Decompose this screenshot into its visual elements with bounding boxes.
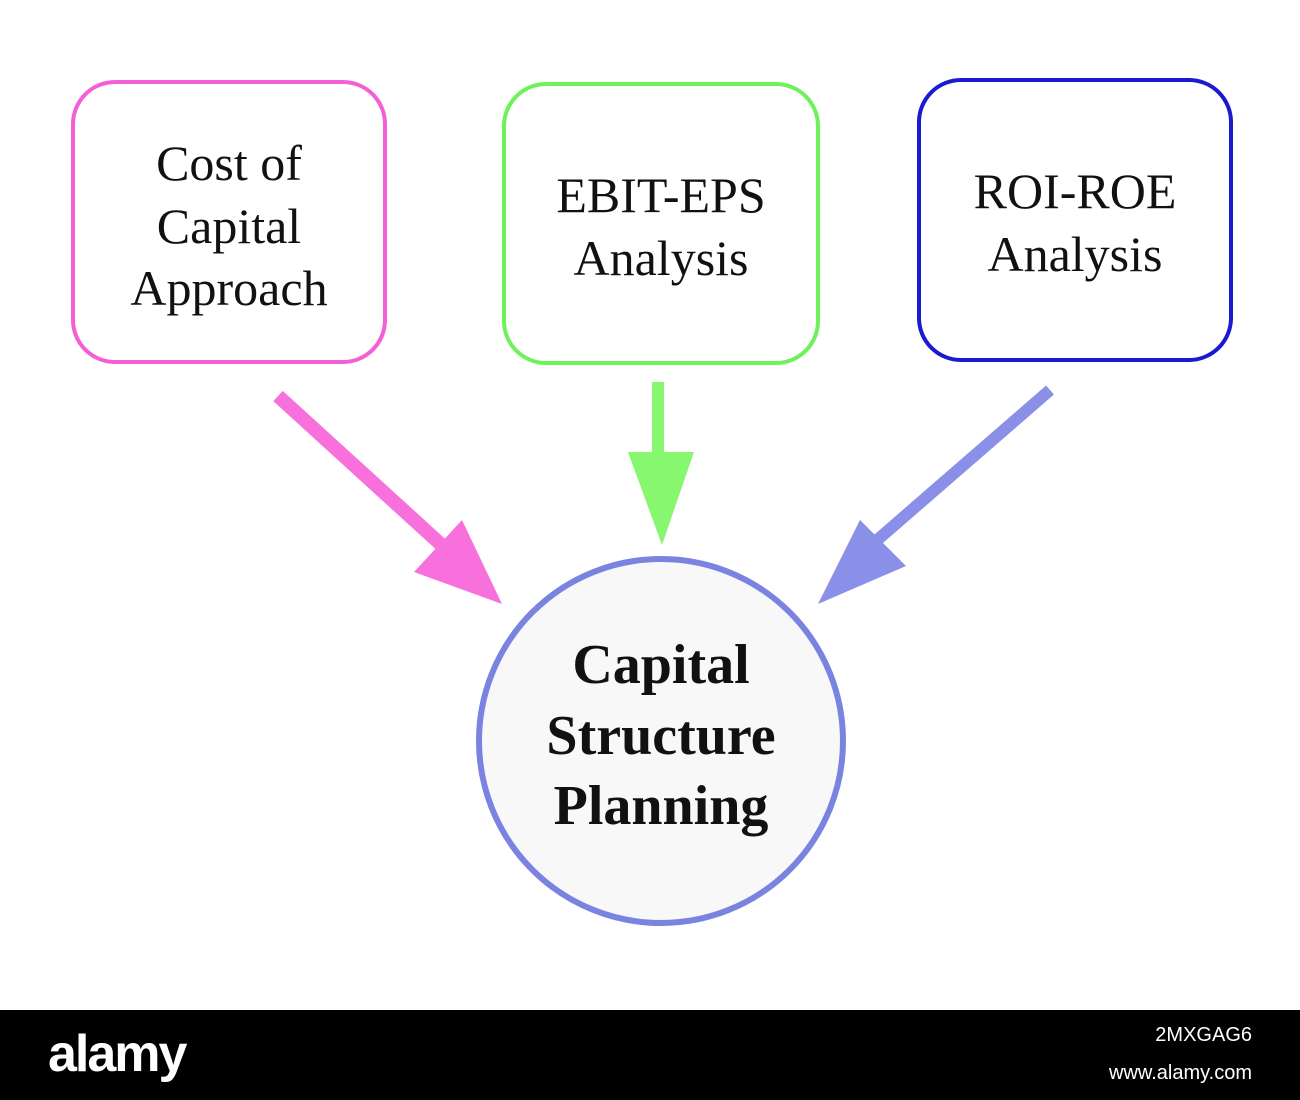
arrow-cost-to-target <box>273 390 502 604</box>
source-label-cost-of-capital: Cost of Capital Approach <box>130 135 328 316</box>
alamy-logo: alamy <box>48 1025 187 1083</box>
arrow-cost-shaft <box>273 390 463 566</box>
source-box-ebit-eps: EBIT-EPS Analysis <box>502 82 820 365</box>
site-url: www.alamy.com <box>1109 1062 1252 1084</box>
arrow-roi-to-target <box>818 385 1054 604</box>
source-label-roi-roe: ROI-ROE Analysis <box>973 163 1177 282</box>
target-circle-capital-structure-planning: Capital Structure Planning <box>476 556 846 926</box>
watermark-footer: alamy 2MXGAG6 www.alamy.com <box>0 1010 1300 1100</box>
arrow-roi-shaft <box>864 385 1054 553</box>
source-box-cost-of-capital: Cost of Capital Approach <box>71 80 387 364</box>
source-label-ebit-eps: EBIT-EPS Analysis <box>556 167 766 286</box>
arrow-ebit-head <box>628 452 694 545</box>
target-label: Capital Structure Planning <box>546 634 776 838</box>
arrow-cost-head <box>414 520 502 604</box>
source-box-roi-roe: ROI-ROE Analysis <box>917 78 1233 362</box>
arrow-ebit-to-target <box>628 382 694 545</box>
arrow-roi-head <box>818 520 906 604</box>
image-id: 2MXGAG6 <box>1155 1024 1252 1046</box>
